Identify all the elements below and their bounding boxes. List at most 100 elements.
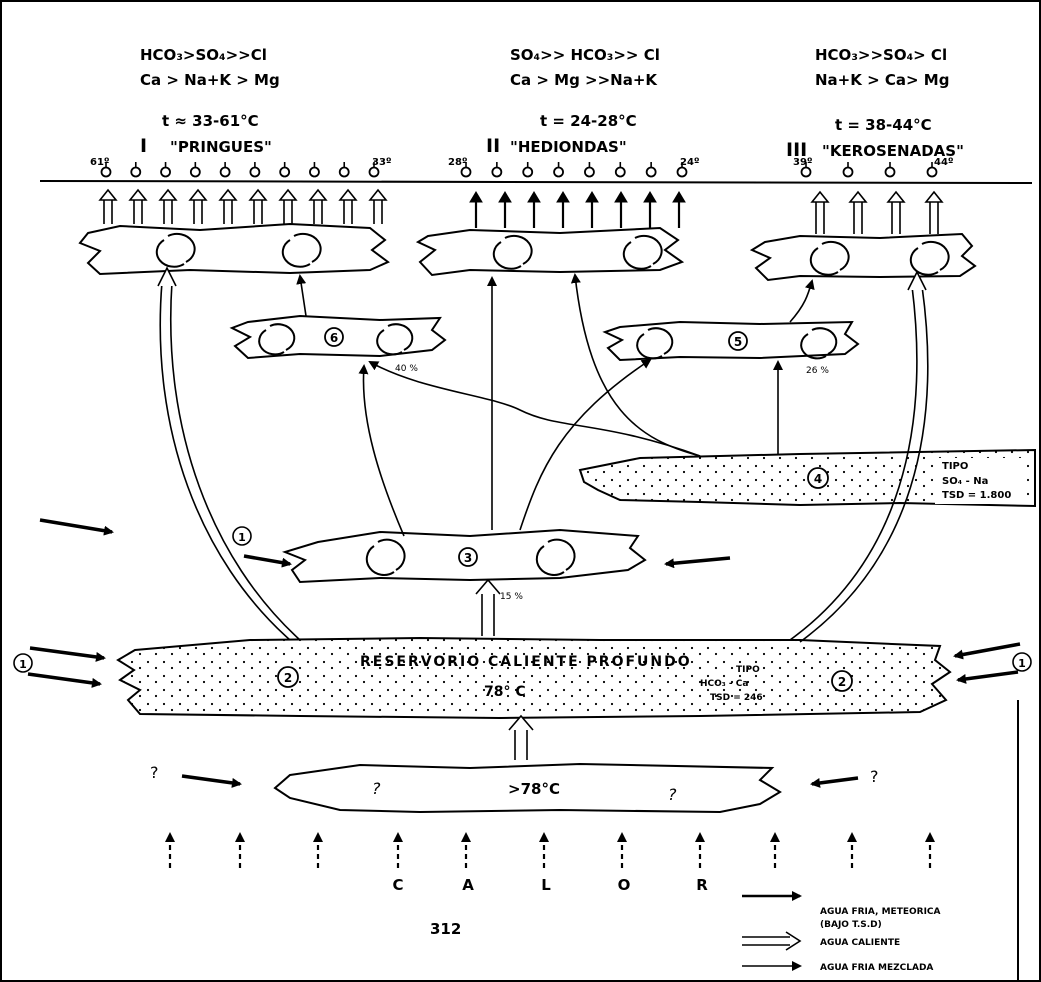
body-3: 3 15 % — [285, 530, 645, 602]
heat-arrow — [617, 832, 627, 868]
reservoir-tsd: TSD = 246 — [710, 693, 763, 703]
body-4: 4 TIPO SO₄ - Na TSD = 1.800 — [580, 450, 1035, 506]
group-3-temp-left: 39º — [793, 157, 813, 168]
spring-vent-icon — [161, 162, 170, 177]
spring-vent-icon — [250, 162, 259, 177]
reservoir-label-left: 2 — [284, 671, 292, 685]
group-3-temperature: t = 38-44°C — [835, 116, 932, 134]
heat-letter: R — [696, 876, 708, 894]
body-4-label: 4 — [814, 472, 822, 486]
spring-vent-icon — [523, 162, 532, 177]
group-2-numeral: II — [486, 135, 500, 157]
spring-vent-icon — [492, 162, 501, 177]
inflow-marker-label: 1 — [238, 531, 246, 544]
heat-letter: O — [618, 876, 631, 894]
spring-vent-icon — [616, 162, 625, 177]
hot-discharge-arrow — [812, 192, 828, 234]
body-6-label: 6 — [330, 331, 338, 345]
spring-vent-icon — [280, 162, 289, 177]
hot-discharge-arrow — [850, 192, 866, 234]
reservoir-type: TIPO — [736, 665, 760, 675]
body-5-label: 5 — [734, 335, 742, 349]
group-1-temp-right: 33º — [372, 157, 392, 168]
mixed-discharge-arrow — [470, 192, 482, 228]
legend-cold-line2: (BAJO T.S.D) — [820, 920, 882, 930]
hot-discharge-arrow — [310, 190, 326, 224]
heat-arrow — [313, 832, 323, 868]
body-4-tsd: TSD = 1.800 — [942, 490, 1011, 501]
body-hediondas-shallow — [418, 228, 682, 275]
body-4-type: TIPO — [942, 461, 968, 472]
page-number: 312 — [430, 920, 461, 938]
heat-arrow — [165, 832, 175, 868]
group-1-temp-left: 61º — [90, 157, 110, 168]
heat-letter: C — [392, 876, 403, 894]
legend-mixed: AGUA FRIA MEZCLADA — [820, 963, 933, 973]
mixed-discharge-arrow — [586, 192, 598, 228]
deep-hot-reservoir: RESERVORIO CALIENTE PROFUNDO 78° C TIPO … — [118, 638, 950, 718]
group-3-temp-right: 44º — [934, 157, 954, 168]
reservoir-title: RESERVORIO CALIENTE PROFUNDO — [360, 654, 692, 670]
hot-discharge-arrow — [190, 190, 206, 224]
hot-discharge-arrow — [130, 190, 146, 224]
hot-discharge-arrow — [370, 190, 386, 224]
mixed-discharge-arrow — [615, 192, 627, 228]
deep-temperature: >78°C — [508, 780, 560, 798]
group-1-numeral: I — [140, 135, 147, 157]
mixed-discharge-arrow — [557, 192, 569, 228]
heat-letter: L — [541, 876, 551, 894]
body-pringues-shallow — [80, 224, 388, 274]
spring-vent-icon — [844, 162, 853, 177]
heat-arrow — [539, 832, 549, 868]
heat-arrow — [695, 832, 705, 868]
legend-cold-line1: AGUA FRIA, METEORICA — [820, 907, 941, 917]
spring-vent-icon — [340, 162, 349, 177]
hot-discharge-arrow — [280, 190, 296, 224]
spring-vent-icon — [647, 162, 656, 177]
deep-question-right: ? — [668, 785, 677, 804]
spring-vent-icon — [191, 162, 200, 177]
heat-arrow — [925, 832, 935, 868]
body-6: 6 40 % — [232, 316, 445, 374]
spring-vent-icon — [585, 162, 594, 177]
hot-discharge-arrow — [220, 190, 236, 224]
hot-discharge-arrow — [340, 190, 356, 224]
reservoir-composition: HCO₃ - Ca — [700, 679, 748, 689]
mixed-discharge-arrow — [499, 192, 511, 228]
spring-vent-icon — [221, 162, 230, 177]
body-3-label: 3 — [464, 551, 472, 565]
hot-discharge-arrow — [926, 192, 942, 234]
inflow-marker-label: 1 — [19, 658, 27, 671]
mixed-discharge-arrow — [673, 192, 685, 228]
group-2-temp-right: 24º — [680, 157, 700, 168]
group-1-temperature: t ≈ 33-61°C — [162, 112, 259, 130]
group-1-chem-cations: Ca > Na+K > Mg — [140, 71, 280, 89]
group-2-temp-left: 28º — [448, 157, 468, 168]
inflow-marker-label: 1 — [1018, 657, 1026, 670]
group-3-chem-cations: Na+K > Ca> Mg — [815, 71, 949, 89]
legend-hot: AGUA CALIENTE — [820, 938, 900, 948]
group-2-name: "HEDIONDAS" — [510, 138, 627, 156]
group-1-name: "PRINGUES" — [170, 138, 272, 156]
hot-discharge-arrow — [888, 192, 904, 234]
spring-vent-icon — [554, 162, 563, 177]
heat-arrow — [393, 832, 403, 868]
mixed-discharge-arrow — [528, 192, 540, 228]
body-6-mix-percent: 40 % — [395, 364, 418, 374]
reservoir-temperature: 78° C — [484, 684, 526, 700]
legend: AGUA FRIA, METEORICA (BAJO T.S.D) AGUA C… — [742, 896, 941, 973]
ground-surface-line — [40, 181, 1032, 183]
group-2-temperature: t = 24-28°C — [540, 112, 637, 130]
heat-letter: A — [462, 876, 474, 894]
body-5: 5 26 % — [605, 322, 858, 376]
group-2-chem-cations: Ca > Mg >>Na+K — [510, 71, 658, 89]
heat-arrows — [165, 832, 935, 868]
heat-arrow — [235, 832, 245, 868]
group-2-chem-anions: SO₄>> HCO₃>> Cl — [510, 46, 660, 64]
spring-vent-icon — [131, 162, 140, 177]
hot-discharge-arrow — [100, 190, 116, 224]
heat-arrow — [847, 832, 857, 868]
body-kerosenadas-shallow — [752, 234, 975, 280]
